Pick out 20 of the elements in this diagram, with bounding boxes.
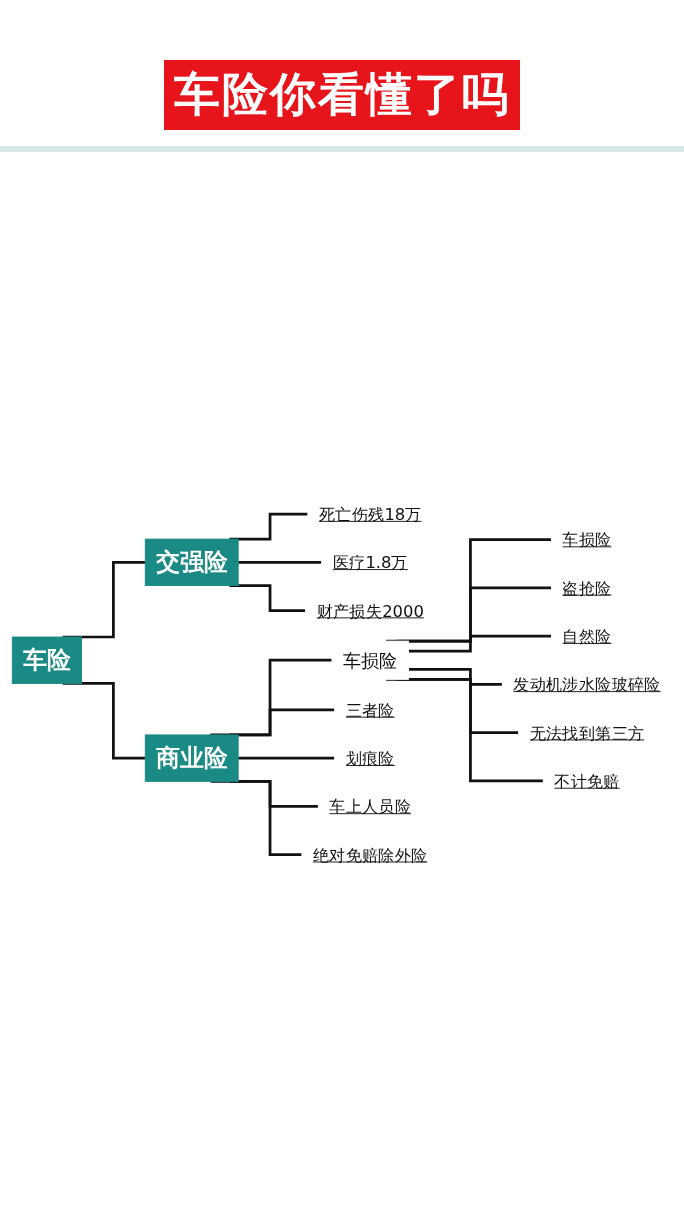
node-text: 自然险: [562, 626, 612, 646]
node-text: 绝对免赔除外险: [312, 844, 428, 864]
node-text: 划痕险: [345, 748, 395, 768]
node-text: 财产损失2000: [316, 600, 424, 620]
node-text: 车损险: [562, 529, 612, 549]
node-box: 交强险: [144, 538, 239, 586]
node-box: 车险: [11, 636, 82, 684]
node-text: 三者险: [345, 699, 395, 720]
node-text: 无法找到第三方: [529, 722, 645, 742]
connector: [386, 677, 545, 782]
title: 车险你看懂了吗: [164, 60, 520, 130]
connector: [408, 634, 553, 652]
node-text: 发动机涉水险玻碎险: [513, 674, 661, 694]
node-text: 医疗1.8万: [332, 552, 408, 572]
node-text: 死亡伤残18万: [318, 504, 422, 524]
node-box: 商业险: [144, 734, 239, 782]
node-text: 不计免赔: [554, 770, 620, 791]
connector: [408, 667, 504, 686]
node-text: 车上人员险: [329, 796, 412, 816]
node-text: 盗抢险: [562, 577, 612, 598]
